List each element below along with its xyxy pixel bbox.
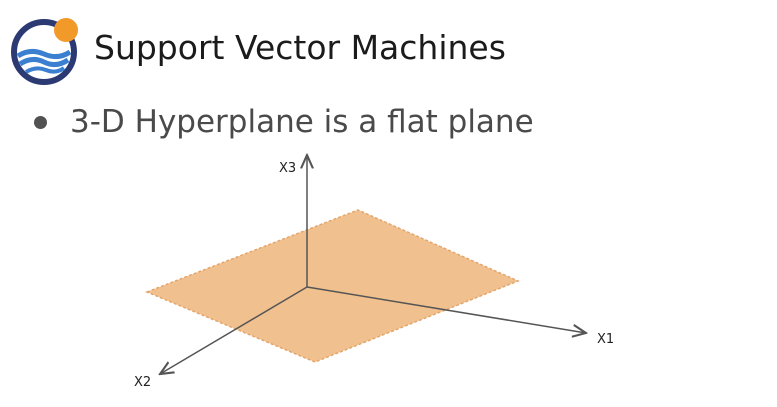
x2-axis	[160, 286, 308, 374]
bullet-item: 3-D Hyperplane is a flat plane	[34, 104, 534, 140]
x2-axis-label: X2	[134, 375, 151, 390]
slide-title: Support Vector Machines	[94, 28, 506, 67]
hyperplane-plane	[144, 209, 520, 363]
x1-axis	[306, 286, 586, 333]
x1-axis-label: X1	[597, 332, 614, 347]
logo-icon	[11, 18, 78, 85]
bullet-text: 3-D Hyperplane is a flat plane	[70, 104, 534, 140]
bullet-dot-icon	[34, 115, 47, 129]
x3-axis-label: X3	[279, 161, 296, 176]
